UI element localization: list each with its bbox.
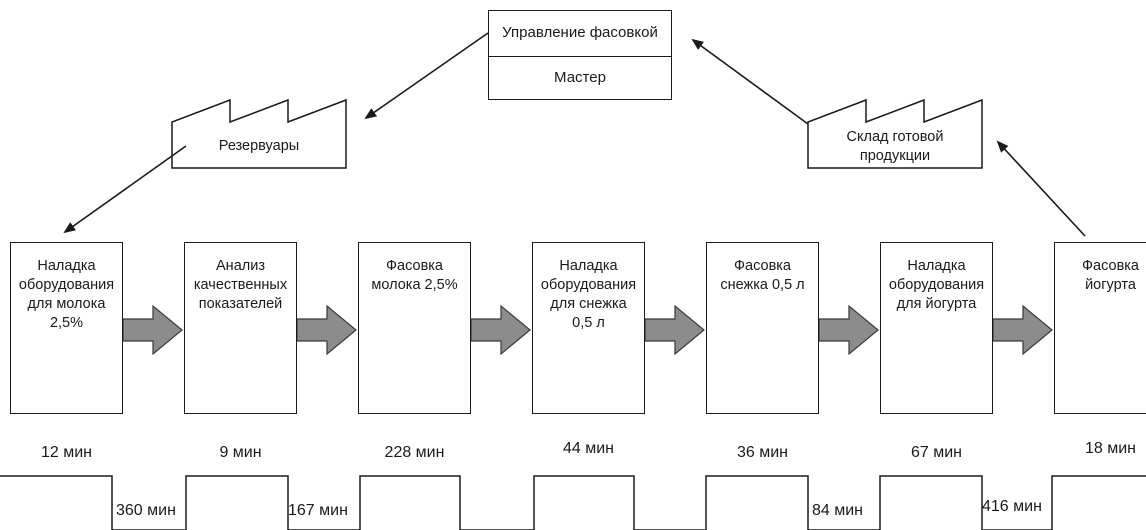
process-box: Наладка оборудования для йогурта (880, 242, 993, 414)
push-arrow (470, 304, 531, 356)
control-divider (489, 56, 671, 57)
process-box: Фасовка молока 2,5% (358, 242, 471, 414)
push-arrow (644, 304, 705, 356)
push-arrow (818, 304, 879, 356)
tanks-label: Резервуары (218, 138, 300, 154)
timeline-line (0, 475, 1146, 530)
push-arrow (992, 304, 1053, 356)
process-time: 44 мин (562, 440, 615, 457)
process-box: Фасовка снежка 0,5 л (706, 242, 819, 414)
process-time: 12 мин (40, 444, 93, 461)
process-box: Наладка оборудования для молока 2,5% (10, 242, 123, 414)
warehouse-factory-icon (807, 98, 983, 169)
process-box: Анализ качественных показателей (184, 242, 297, 414)
process-time: 36 мин (736, 444, 789, 461)
process-label: Фасовка йогурта (1082, 258, 1139, 293)
wait-time: 167 мин (288, 502, 348, 519)
tanks-factory-icon (171, 98, 347, 169)
warehouse-label: Склад готовой продукции (846, 129, 944, 164)
process-label: Наладка оборудования для снежка 0,5 л (540, 258, 637, 331)
wait-time: 416 мин (982, 498, 1042, 515)
control-subtitle: Мастер (554, 69, 606, 86)
arrow-process-to-warehouse (996, 140, 1086, 237)
process-label: Фасовка снежка 0,5 л (720, 258, 805, 293)
wait-time: 360 мин (116, 502, 176, 519)
push-arrow (122, 304, 183, 356)
process-time: 228 мин (384, 444, 445, 461)
arrow-tanks-to-process (63, 145, 187, 234)
process-label: Фасовка молока 2,5% (371, 258, 458, 293)
wait-time: 84 мин (812, 502, 864, 519)
process-label: Анализ качественных показателей (193, 258, 288, 312)
process-label: Наладка оборудования для молока 2,5% (18, 258, 115, 331)
arrow-warehouse-to-control (691, 38, 809, 125)
arrow-control-to-tanks (364, 32, 489, 120)
control-title: Управление фасовкой (502, 24, 658, 41)
process-time: 67 мин (910, 444, 963, 461)
process-box: Наладка оборудования для снежка 0,5 л (532, 242, 645, 414)
control-box: Управление фасовкой Мастер (488, 10, 672, 100)
process-box: Фасовка йогурта (1054, 242, 1146, 414)
push-arrow (296, 304, 357, 356)
process-label: Наладка оборудования для йогурта (888, 258, 985, 312)
process-time: 18 мин (1084, 440, 1137, 457)
process-time: 9 мин (219, 444, 262, 461)
